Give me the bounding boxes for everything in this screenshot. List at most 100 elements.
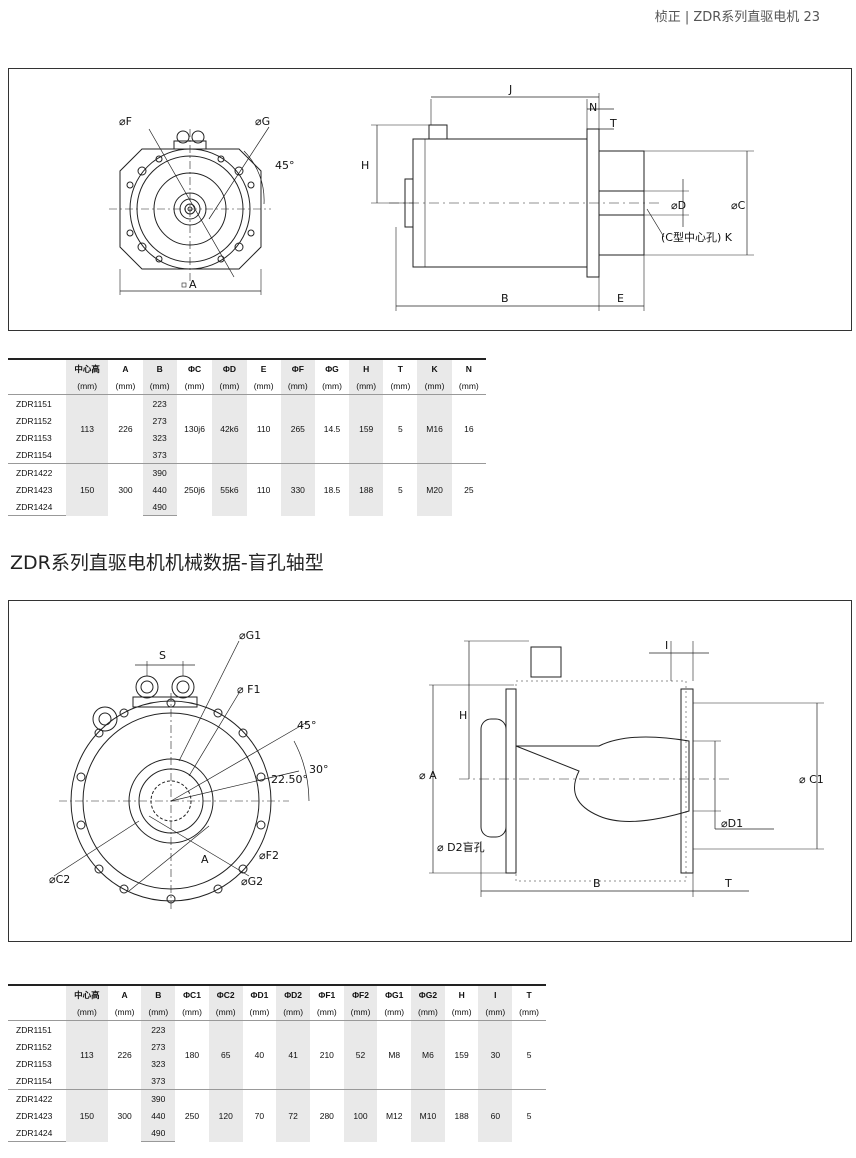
cell-C1: 180 bbox=[184, 1050, 200, 1060]
label-T: T bbox=[724, 877, 732, 890]
label-T: T bbox=[609, 117, 617, 130]
col-header: H bbox=[349, 358, 384, 377]
unit-header: (mm) bbox=[246, 377, 281, 395]
model-cell: ZDR1424 bbox=[8, 498, 66, 516]
col-header bbox=[8, 358, 66, 377]
col-header: ΦD bbox=[212, 358, 247, 377]
col-header: I bbox=[478, 984, 513, 1003]
model-cell: ZDR1153 bbox=[16, 1058, 52, 1069]
table-row: ZDR1153 323 bbox=[8, 1055, 546, 1072]
label-phiC: ⌀C bbox=[731, 199, 746, 212]
cell-C: 130j6 bbox=[184, 424, 205, 434]
label-phiA: ⌀ A bbox=[419, 769, 437, 782]
unit-header: (mm) bbox=[444, 1003, 479, 1021]
col-header: ΦD1 bbox=[242, 984, 277, 1003]
col-header bbox=[8, 984, 66, 1003]
unit-header: (mm) bbox=[107, 1003, 142, 1021]
cell-A: 300 bbox=[108, 463, 143, 516]
model-cell: ZDR1422 bbox=[8, 463, 66, 481]
unit-header: (mm) bbox=[314, 377, 350, 395]
label-phiD: ⌀D bbox=[671, 199, 686, 212]
cell-B: 373 bbox=[142, 446, 177, 464]
cell-D2: 41 bbox=[276, 1020, 310, 1090]
label-phiF2: ⌀F2 bbox=[259, 849, 279, 862]
cell-G1: M12 bbox=[377, 1089, 412, 1142]
motor-body-side bbox=[412, 138, 588, 268]
model-cell: ZDR1424 bbox=[8, 1124, 66, 1142]
col-header: B bbox=[141, 984, 176, 1003]
cell-C2: 65 bbox=[208, 1020, 243, 1090]
cell-center-height: 150 bbox=[66, 463, 109, 516]
table-row: ZDR1153 323 bbox=[8, 429, 486, 446]
cell-F1: 280 bbox=[309, 1089, 344, 1142]
unit-header: (mm) bbox=[478, 1003, 513, 1021]
col-header: T bbox=[512, 984, 546, 1003]
unit-header: (mm) bbox=[242, 1003, 277, 1021]
unit-header: (mm) bbox=[280, 377, 315, 395]
label-phiG2: ⌀G2 bbox=[241, 875, 263, 888]
cell-A: 226 bbox=[118, 424, 133, 434]
col-header: 中心高 bbox=[66, 984, 108, 1003]
label-S: S bbox=[159, 649, 166, 662]
col-header: ΦC2 bbox=[208, 984, 243, 1003]
label-J: J bbox=[508, 83, 512, 96]
col-header: A bbox=[108, 358, 143, 377]
hollow-shaft bbox=[515, 736, 690, 822]
cell-B: 223 bbox=[142, 394, 177, 412]
cell-B: 273 bbox=[142, 412, 177, 429]
label-phiF: ⌀F bbox=[119, 115, 132, 128]
technical-drawing-1: ⌀F ⌀G 45° A J N T H ⌀D ⌀C (C型中心孔) K B E bbox=[109, 83, 754, 311]
cell-B: 373 bbox=[141, 1072, 176, 1090]
spec-table-2: 中心高 A B ΦC1 ΦC2 ΦD1 ΦD2 ΦF1 ΦF2 ΦG1 ΦG2 … bbox=[8, 984, 546, 1142]
model-cell: ZDR1154 bbox=[16, 1075, 52, 1086]
label-E: E bbox=[617, 292, 624, 305]
cell-G2: M6 bbox=[411, 1020, 445, 1090]
unit-header: (mm) bbox=[66, 377, 109, 395]
label-N: N bbox=[589, 101, 597, 114]
unit-header: (mm) bbox=[66, 1003, 108, 1021]
unit-header: (mm) bbox=[276, 1003, 310, 1021]
cell-B: 273 bbox=[141, 1038, 176, 1055]
label-A: A bbox=[201, 853, 209, 866]
cell-C2: 120 bbox=[208, 1089, 243, 1142]
unit-header: (mm) bbox=[108, 377, 143, 395]
cell-B: 440 bbox=[142, 481, 177, 498]
cell-T: 5 bbox=[398, 424, 403, 434]
table-row: ZDR1422 150 300 390 250j6 55k6 110 330 1… bbox=[8, 463, 486, 516]
cell-T: 5 bbox=[526, 1050, 532, 1060]
cell-center-height: 150 bbox=[66, 1089, 108, 1142]
label-phiC2: ⌀C2 bbox=[49, 873, 70, 886]
cell-D: 55k6 bbox=[212, 463, 247, 516]
cell-T: 5 bbox=[383, 463, 418, 516]
model-cell: ZDR1151 bbox=[16, 398, 52, 409]
label-H: H bbox=[361, 159, 369, 172]
label-phiD2: ⌀ D2盲孔 bbox=[437, 840, 485, 854]
cell-I: 60 bbox=[478, 1089, 513, 1142]
model-cell: ZDR1151 bbox=[16, 1024, 52, 1035]
model-cell: ZDR1152 bbox=[16, 1041, 52, 1052]
unit-header: (mm) bbox=[212, 377, 247, 395]
col-header: ΦG bbox=[314, 358, 350, 377]
col-header: ΦG1 bbox=[377, 984, 412, 1003]
table-row: ZDR1152 273 bbox=[8, 412, 486, 429]
label-phiD1: ⌀D1 bbox=[721, 817, 743, 830]
flange-outline bbox=[119, 148, 262, 270]
unit-header: (mm) bbox=[309, 1003, 344, 1021]
cell-H: 188 bbox=[349, 463, 384, 516]
cell-K: M20 bbox=[417, 463, 452, 516]
cell-E: 110 bbox=[246, 463, 281, 516]
model-cell: ZDR1154 bbox=[16, 449, 52, 460]
label-phiC1: ⌀ C1 bbox=[799, 773, 824, 786]
cell-F: 265 bbox=[280, 394, 315, 464]
unit-header bbox=[8, 1003, 66, 1021]
unit-header: (mm) bbox=[451, 377, 486, 395]
cell-A: 226 bbox=[117, 1050, 132, 1060]
table-row: ZDR1424 490 bbox=[8, 1124, 546, 1142]
col-header: ΦC1 bbox=[175, 984, 209, 1003]
unit-header: (mm) bbox=[383, 377, 418, 395]
unit-header: (mm) bbox=[411, 1003, 445, 1021]
cell-B: 390 bbox=[141, 1089, 176, 1107]
col-header: ΦG2 bbox=[411, 984, 445, 1003]
cell-B: 440 bbox=[141, 1107, 176, 1124]
cell-G1: M8 bbox=[388, 1050, 401, 1060]
